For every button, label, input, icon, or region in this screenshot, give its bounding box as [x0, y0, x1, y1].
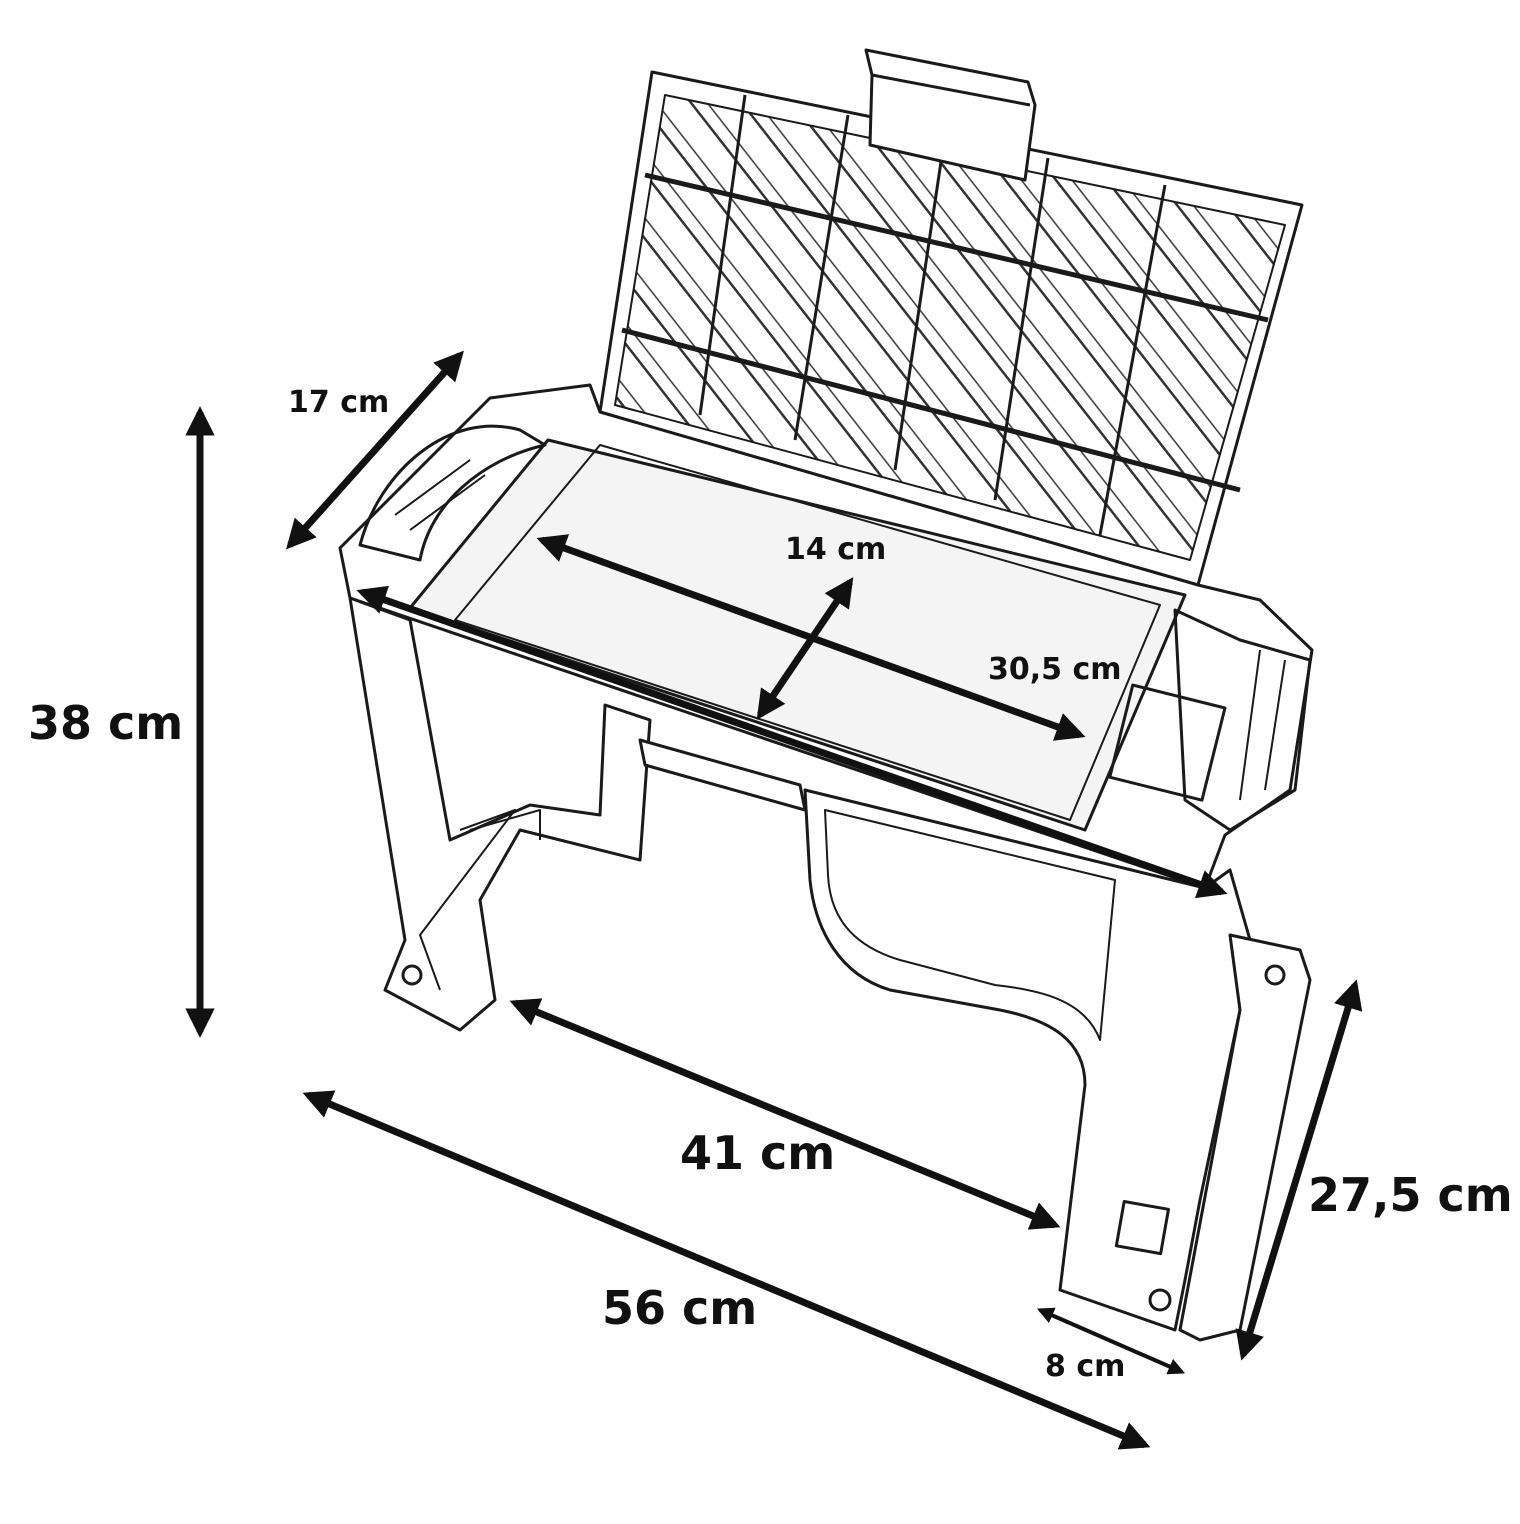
- arrow-foot-depth: [1235, 979, 1363, 1361]
- arrow-depth-top: [286, 350, 464, 550]
- arrow-leg-span: [509, 998, 1061, 1230]
- arrow-top-diagonal: [356, 585, 1228, 899]
- right-leg: [803, 788, 1312, 1342]
- label-tray-depth: 14 cm: [785, 532, 887, 567]
- label-foot-width: 8 cm: [1045, 1349, 1126, 1384]
- label-tray-length: 30,5 cm: [988, 652, 1122, 687]
- lid: [598, 48, 1304, 587]
- label-overall-length: 56 cm: [602, 1281, 758, 1335]
- label-leg-span: 41 cm: [680, 1126, 836, 1180]
- label-height: 38 cm: [28, 696, 184, 750]
- label-foot-depth: 27,5 cm: [1308, 1168, 1513, 1222]
- arrow-overall-length: [302, 1090, 1151, 1450]
- arrow-foot-width: [1036, 1307, 1186, 1375]
- label-depth-top: 17 cm: [288, 385, 390, 420]
- cross-bar: [638, 738, 807, 812]
